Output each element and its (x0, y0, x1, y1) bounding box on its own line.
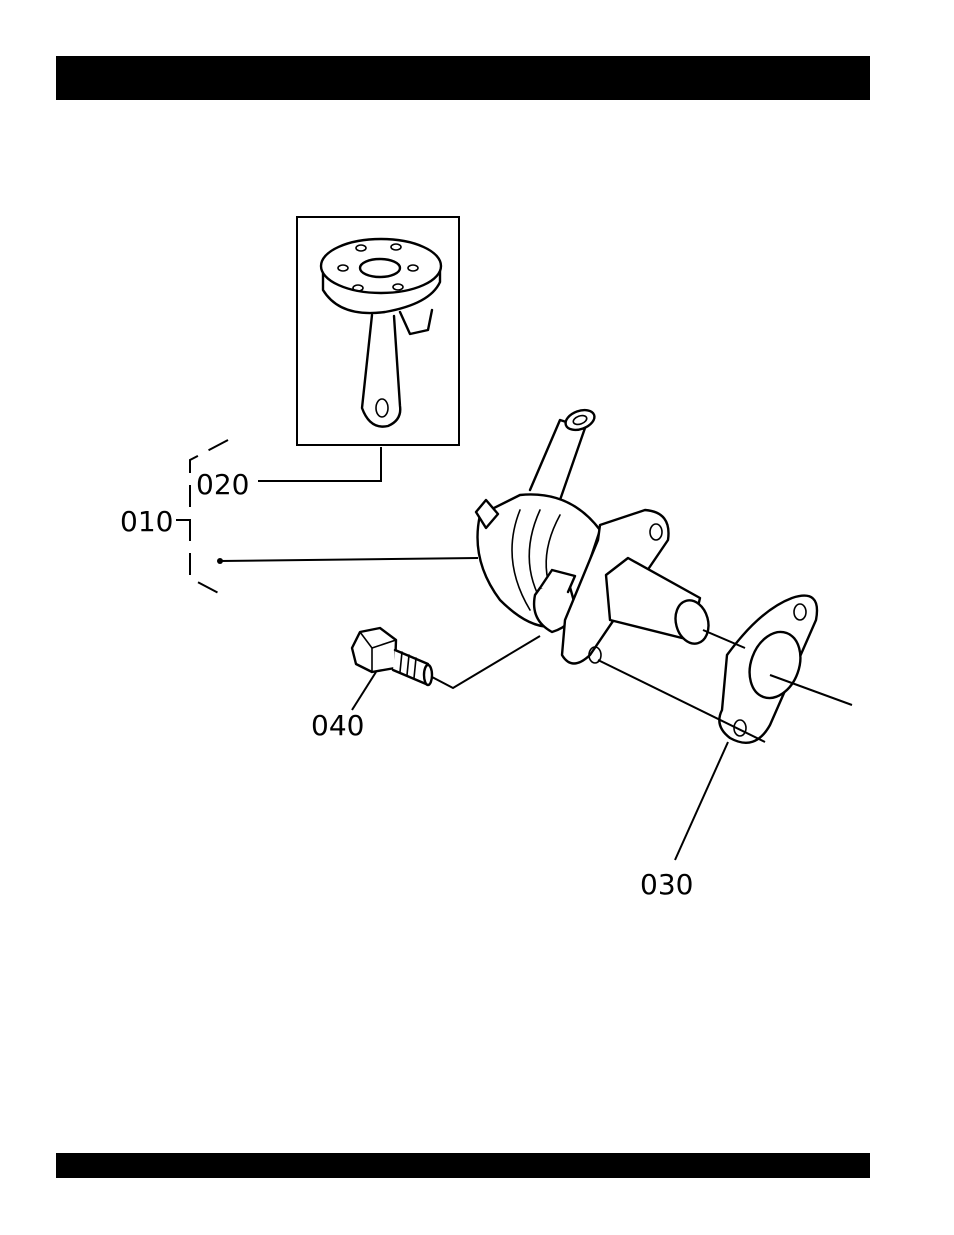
bolt-040 (352, 628, 432, 685)
callout-020: 020 (196, 468, 249, 501)
flange-lever-part (321, 239, 441, 427)
gasket-030 (719, 596, 817, 743)
callout-010: 010 (120, 505, 173, 538)
fuel-pump-assembly (476, 406, 713, 663)
callout-030: 030 (640, 868, 693, 901)
callout-040: 040 (311, 709, 364, 742)
inset-box-020 (297, 217, 459, 445)
